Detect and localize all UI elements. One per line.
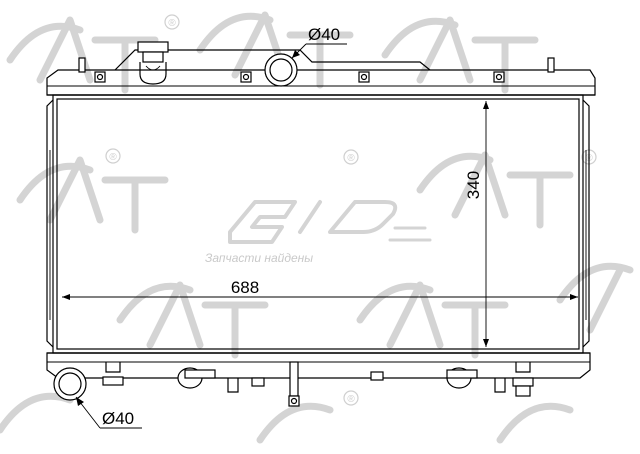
callout-bottom-pipe: Ø40 [75, 396, 142, 429]
registered-mark-1: ® [168, 18, 176, 29]
dimension-height: 340 [464, 101, 489, 347]
watermark-registered-marks: ® ® ® ® ® [105, 14, 597, 406]
bottom-fittings [102, 361, 534, 407]
registered-mark-5: ® [347, 394, 355, 405]
callout-top-pipe: Ø40 [291, 25, 347, 59]
height-label: 340 [464, 171, 483, 199]
bottom-pipe [53, 367, 87, 401]
watermark-stamp-title: Запчасти найдены [205, 251, 313, 265]
top-tank [46, 41, 596, 96]
width-label: 688 [231, 278, 259, 297]
top-mount-pins [78, 57, 555, 73]
watermark-layer: ® ® ® ® ® Запчасти найдены [0, 11, 634, 444]
filler-neck [137, 41, 169, 85]
watermark-stamp-logo: Запчасти найдены [205, 200, 432, 265]
bottom-tank [46, 352, 591, 407]
top-clips [94, 71, 505, 83]
registered-mark-2: ® [347, 153, 355, 164]
dimension-width: 688 [62, 278, 578, 300]
top-pipe [264, 53, 298, 87]
top-pipe-diameter: Ø40 [308, 25, 340, 44]
registered-mark-3: ® [109, 152, 117, 163]
bottom-pipe-diameter: Ø40 [102, 409, 134, 428]
